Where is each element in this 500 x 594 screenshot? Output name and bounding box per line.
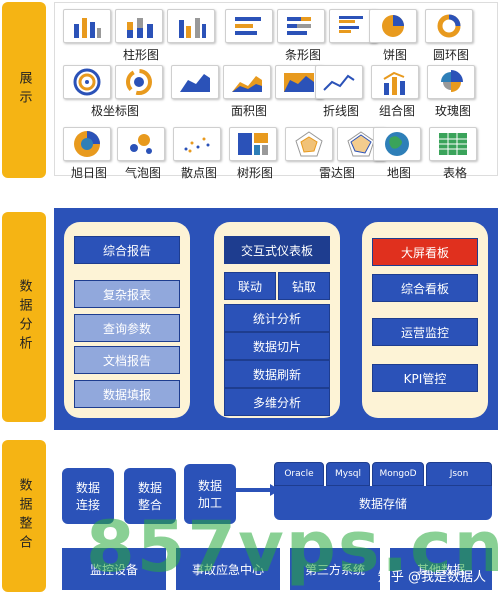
db-tab-mongodb[interactable]: MongoD xyxy=(372,462,424,486)
grouped-bar-icon xyxy=(167,9,215,43)
radar-chart-icon xyxy=(285,127,333,161)
bar-chart-icon xyxy=(63,9,111,43)
treemap-chart-icon xyxy=(229,127,277,161)
chart-card-radar[interactable]: 雷达图 xyxy=(285,127,389,181)
chart-card-bubble[interactable]: 气泡图 xyxy=(117,127,169,181)
data-merge-box[interactable]: 数据 整合 xyxy=(124,468,176,524)
rose-chart-icon xyxy=(427,65,475,99)
chart-card-table[interactable]: 表格 xyxy=(429,127,481,181)
multidimensional-analysis-box[interactable]: 多维分析 xyxy=(224,388,330,416)
table-chart-icon xyxy=(429,127,477,161)
chart-card-combo[interactable]: 组合图 xyxy=(371,65,423,119)
other-data-box[interactable]: 其他数据 xyxy=(390,548,492,590)
dashboard-panel: 交互式仪表板 联动 钻取 统计分析 数据切片 数据刷新 多维分析 xyxy=(214,222,340,418)
chart-label-rose: 玫瑰图 xyxy=(434,104,471,118)
chart-card-donut[interactable]: 圆环图 xyxy=(425,9,477,63)
linkage-box[interactable]: 联动 xyxy=(224,272,276,300)
chart-card-hbar[interactable]: 条形图 xyxy=(225,9,381,63)
data-entry-box[interactable]: 数据填报 xyxy=(74,380,180,408)
chart-label-area: 面积图 xyxy=(230,104,267,118)
chart-label-bubble: 气泡图 xyxy=(124,166,161,180)
credit-text: 知乎 @我是数据人 xyxy=(377,570,486,585)
map-chart-icon xyxy=(373,127,421,161)
bubble-chart-icon xyxy=(117,127,165,161)
big-screen-board-box[interactable]: 大屏看板 xyxy=(372,238,478,266)
stacked-bar-icon xyxy=(115,9,163,43)
query-params-box[interactable]: 查询参数 xyxy=(74,314,180,342)
stacked-area-icon xyxy=(223,65,271,99)
chart-card-scatter[interactable]: 散点图 xyxy=(173,127,225,181)
chart-label-tree: 树形图 xyxy=(236,166,273,180)
data-refresh-box[interactable]: 数据刷新 xyxy=(224,360,330,388)
hbar-chart-icon xyxy=(225,9,273,43)
display-panel: 柱形图 条形图 饼图 圆环图 极坐标图 面积图 xyxy=(54,2,498,180)
chart-label-scatter: 散点图 xyxy=(180,166,217,180)
chart-label-sunburst: 旭日图 xyxy=(70,166,107,180)
polar-chart-icon xyxy=(63,65,111,99)
chart-label-donut: 圆环图 xyxy=(432,48,469,62)
chart-label-radar: 雷达图 xyxy=(318,166,355,180)
chart-label-bar: 柱形图 xyxy=(122,48,159,62)
watermark: 857vps.cn xyxy=(86,506,500,588)
line-chart-icon xyxy=(315,65,363,99)
sunburst-chart-icon xyxy=(63,127,111,161)
chart-card-line[interactable]: 折线图 xyxy=(315,65,367,119)
db-tab-json[interactable]: Json xyxy=(426,462,492,486)
analysis-panel: 综合报告 复杂报表 查询参数 文档报告 数据填报 交互式仪表板 联动 钻取 统计… xyxy=(54,208,498,430)
data-storage-box[interactable]: 数据存储 xyxy=(274,486,492,520)
db-tab-mysql[interactable]: Mysql xyxy=(326,462,370,486)
data-slicing-box[interactable]: 数据切片 xyxy=(224,332,330,360)
combo-chart-icon xyxy=(371,65,419,99)
data-connect-box[interactable]: 数据 连接 xyxy=(62,468,114,524)
chart-card-rose[interactable]: 玫瑰图 xyxy=(427,65,479,119)
operation-monitor-box[interactable]: 运营监控 xyxy=(372,318,478,346)
chart-label-line: 折线图 xyxy=(322,104,359,118)
section-label-display: 展示 xyxy=(2,2,46,178)
donut-chart-icon xyxy=(425,9,473,43)
chart-card-polar[interactable]: 极坐标图 xyxy=(63,65,167,119)
data-process-box[interactable]: 数据 加工 xyxy=(184,464,236,524)
chart-label-table: 表格 xyxy=(442,166,467,180)
chart-label-map: 地图 xyxy=(386,166,411,180)
stacked-hbar-icon xyxy=(277,9,325,43)
complex-report-box[interactable]: 复杂报表 xyxy=(74,280,180,308)
monitor-device-box[interactable]: 监控设备 xyxy=(62,548,166,590)
chart-label-hbar: 条形图 xyxy=(284,48,321,62)
chart-label-polar: 极坐标图 xyxy=(90,104,139,118)
report-panel: 综合报告 复杂报表 查询参数 文档报告 数据填报 xyxy=(64,222,190,418)
section-label-integration: 数据整合 xyxy=(2,440,46,592)
chart-card-tree[interactable]: 树形图 xyxy=(229,127,281,181)
pie-chart-icon xyxy=(369,9,417,43)
kpi-control-box[interactable]: KPI管控 xyxy=(372,364,478,392)
chart-card-map[interactable]: 地图 xyxy=(373,127,425,181)
comprehensive-board-box[interactable]: 综合看板 xyxy=(372,274,478,302)
board-panel: 大屏看板 综合看板 运营监控 KPI管控 xyxy=(362,222,488,418)
scatter-chart-icon xyxy=(173,127,221,161)
statistical-analysis-box[interactable]: 统计分析 xyxy=(224,304,330,332)
polar-bar-icon xyxy=(115,65,163,99)
chart-card-bar[interactable]: 柱形图 xyxy=(63,9,219,63)
db-tab-oracle[interactable]: Oracle xyxy=(274,462,324,486)
drilldown-box[interactable]: 钻取 xyxy=(278,272,330,300)
chart-label-pie: 饼图 xyxy=(382,48,407,62)
document-report-box[interactable]: 文档报告 xyxy=(74,346,180,374)
chart-label-combo: 组合图 xyxy=(378,104,415,118)
area-chart-icon xyxy=(171,65,219,99)
interactive-dashboard-box[interactable]: 交互式仪表板 xyxy=(224,236,330,264)
third-party-box[interactable]: 第三方系统 xyxy=(290,548,380,590)
chart-card-pie[interactable]: 饼图 xyxy=(369,9,421,63)
chart-card-area[interactable]: 面积图 xyxy=(171,65,327,119)
section-label-analysis: 数据分析 xyxy=(2,212,46,422)
chart-card-sunburst[interactable]: 旭日图 xyxy=(63,127,115,181)
emergency-center-box[interactable]: 事故应急中心 xyxy=(176,548,280,590)
comprehensive-report-box[interactable]: 综合报告 xyxy=(74,236,180,264)
